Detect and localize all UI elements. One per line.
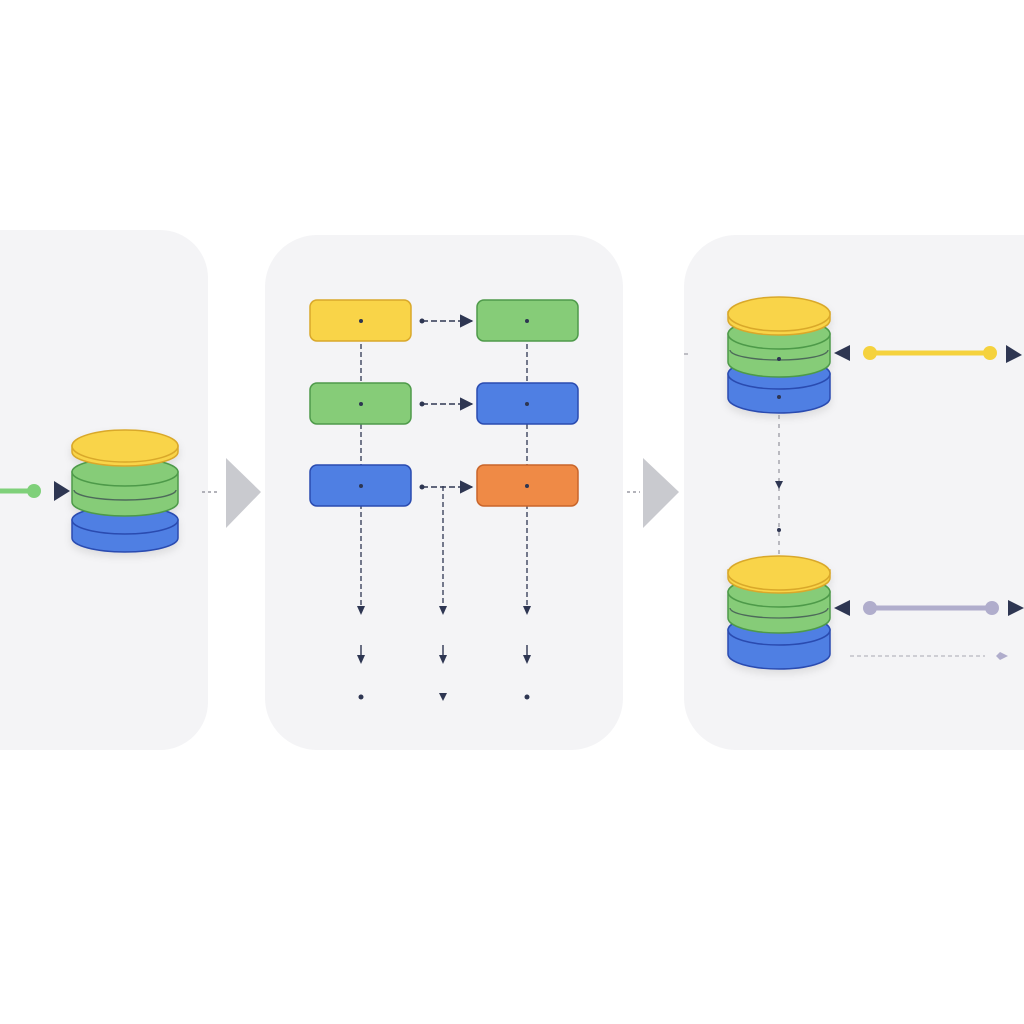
chevron-right-icon (202, 458, 261, 528)
pipeline-grid (309, 299, 579, 701)
pipeline-panel (265, 235, 623, 750)
target-database-icon (727, 555, 831, 670)
chevron-right-icon (627, 458, 679, 528)
source-input-link (0, 481, 70, 501)
downstream-markers (357, 606, 531, 701)
target-database-icon (727, 296, 831, 414)
target-link-lavender (834, 600, 1024, 660)
target-connector (684, 353, 783, 555)
source-database-icon (71, 429, 179, 553)
target-link-yellow (834, 345, 1022, 363)
